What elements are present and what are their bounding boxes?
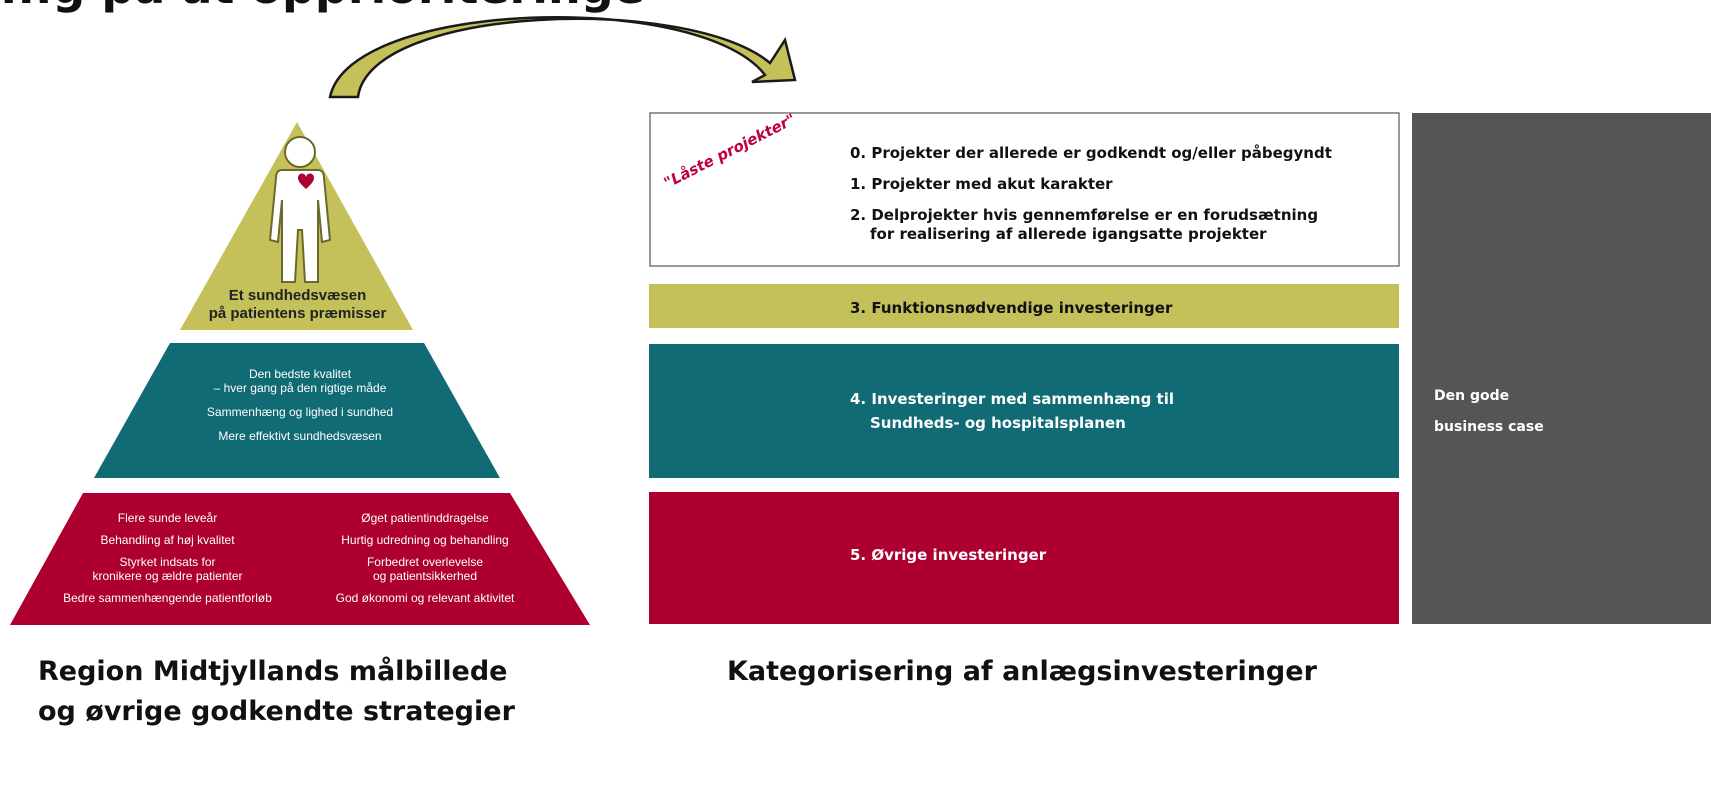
business-case-line2: business case [1434,419,1544,435]
pyramid-caption: Region Midtjyllands målbillede og øvrige… [38,652,598,732]
bottom-left-4: Bedre sammenhængende patientforløb [63,591,272,605]
bottom-right-3a: Forbedret overlevelse [366,555,484,569]
category-3-band [649,284,1399,328]
category-5-band [649,492,1399,624]
pyramid-caption-line2: og øvrige godkendte strategier [38,696,515,727]
middle-item-3: Mere effektivt sundhedsvæsen [218,429,382,443]
top-label-line1: Et sundhedsvæsen [228,287,367,304]
pyramid-top-label: Et sundhedsvæsen på patientens præmisser [170,287,425,323]
bottom-right-4: God økonomi og relevant aktivitet [335,591,515,605]
bottom-right-2: Hurtig udredning og behandling [341,533,509,547]
middle-item-1a: Den bedste kvalitet [248,367,352,381]
category-4-label-line2: Sundheds- og hospitalsplanen [870,414,1126,432]
locked-item-2a: 2. Delprojekter hvis gennemførelse er en… [850,206,1319,224]
middle-item-2: Sammenhæng og lighed i sundhed [206,405,394,419]
locked-projects-box [649,112,1400,267]
heart-icon [298,173,314,189]
top-label-line2: på patientens præmisser [208,305,387,322]
category-3-label: 3. Funktionsnødvendige investeringer [850,299,1173,317]
business-case-line1: Den gode [1434,388,1510,404]
pyramid-middle-labels: Den bedste kvalitet – hver gang på den r… [140,367,460,443]
categories-caption: Kategorisering af anlægsinvesteringer [727,656,1317,687]
category-5-label: 5. Øvrige investeringer [850,546,1047,564]
locked-item-0: 0. Projekter der allerede er godkendt og… [850,144,1332,162]
curved-arrow [328,15,797,99]
bottom-left-1: Flere sunde leveår [117,511,218,525]
locked-item-1: 1. Projekter med akut karakter [850,175,1113,193]
pyramid-bottom-right-labels: Øget patientinddragelse Hurtig udredning… [305,511,545,605]
locked-item-2b: for realisering af allerede igangsatte p… [870,225,1267,243]
bottom-left-3a: Styrket indsats for [119,555,216,569]
category-4-band [649,344,1399,478]
person-icon [268,136,332,283]
page-title: ...g på at opprioriteringe [0,0,1000,14]
pyramid-caption-line1: Region Midtjyllands målbillede [38,656,508,687]
pyramid-bottom-left-labels: Flere sunde leveår Behandling af høj kva… [40,511,295,605]
middle-item-1b: – hver gang på den rigtige måde [213,381,387,395]
pyramid-bottom-tier [10,493,590,625]
bottom-left-3b: kronikere og ældre patienter [92,569,243,583]
bottom-right-3b: og patientsikkerhed [372,569,478,583]
pyramid-middle-tier [94,343,500,478]
bottom-left-2: Behandling af høj kvalitet [100,533,235,547]
business-case-column [1412,113,1711,624]
category-4-label-line1: 4. Investeringer med sammenhæng til [850,390,1175,408]
bottom-right-1: Øget patientinddragelse [361,511,489,525]
